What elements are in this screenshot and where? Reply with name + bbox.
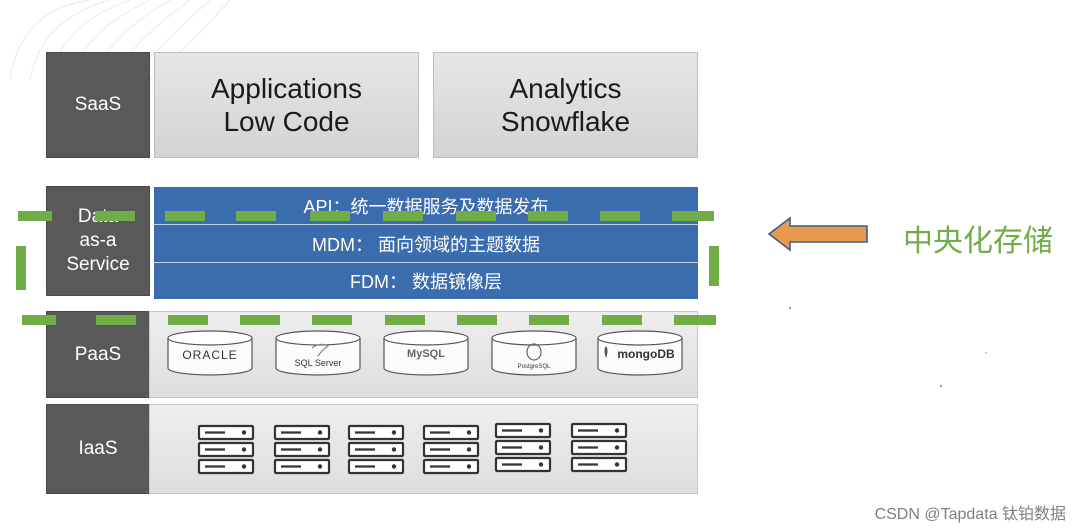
server-rack-icon [570,422,628,473]
saas-card-analytics-title: Analytics [509,72,622,104]
layer-label-saas-text: SaaS [74,94,122,116]
data-row-fdm-text: FDM： 数据镜像层 [350,272,502,292]
server-rack-icon [494,422,552,473]
data-row-mdm-text: MDM： 面向领域的主题数据 [312,234,540,255]
server-rack-icon [422,424,480,475]
database-postgresql-label: PostgreSQL [517,364,551,370]
database-mysql-icon: MySQL [382,330,470,376]
saas-card-analytics: Analytics Snowflake [433,52,698,158]
layer-label-daas-line3: Service [66,253,130,275]
server-rack-icon [197,424,255,475]
database-mongodb-icon: mongoDB [596,330,684,376]
layer-label-daas-line2: as-a [79,230,117,252]
database-oracle-icon: ORACLE [166,330,254,376]
database-sqlserver-icon: SQL Server [274,330,362,376]
database-sqlserver-label: SQL Server [294,358,342,368]
layer-label-paas: PaaS [46,311,150,398]
database-mysql-label: MySQL [407,348,445,360]
database-oracle-label: ORACLE [182,348,238,362]
saas-card-analytics-subtitle: Snowflake [500,106,631,137]
arrow-left-icon [768,216,868,252]
layer-label-paas-text: PaaS [74,343,122,365]
speck-mark [985,352,987,354]
speck-mark [940,385,942,387]
layer-label-daas: Data as-a Service [46,186,150,296]
server-rack-icon [347,424,405,475]
server-rack-icon [273,424,331,475]
speck-mark [789,307,791,309]
saas-card-applications: Applications Low Code [154,52,419,158]
layer-label-iaas: IaaS [46,404,150,494]
data-row-fdm: FDM： 数据镜像层 [154,263,698,299]
layer-label-iaas-text: IaaS [78,438,118,460]
database-mongodb-label: mongoDB [617,347,675,361]
saas-card-applications-subtitle: Low Code [223,106,350,137]
data-row-mdm: MDM： 面向领域的主题数据 [154,225,698,263]
watermark-text: CSDN @Tapdata 钛铂数据 [874,506,1066,523]
layer-label-saas: SaaS [46,52,150,158]
saas-card-applications-title: Applications [211,72,362,104]
central-storage-label: 中央化存储 [903,225,1053,258]
database-postgresql-icon: PostgreSQL [490,330,578,376]
